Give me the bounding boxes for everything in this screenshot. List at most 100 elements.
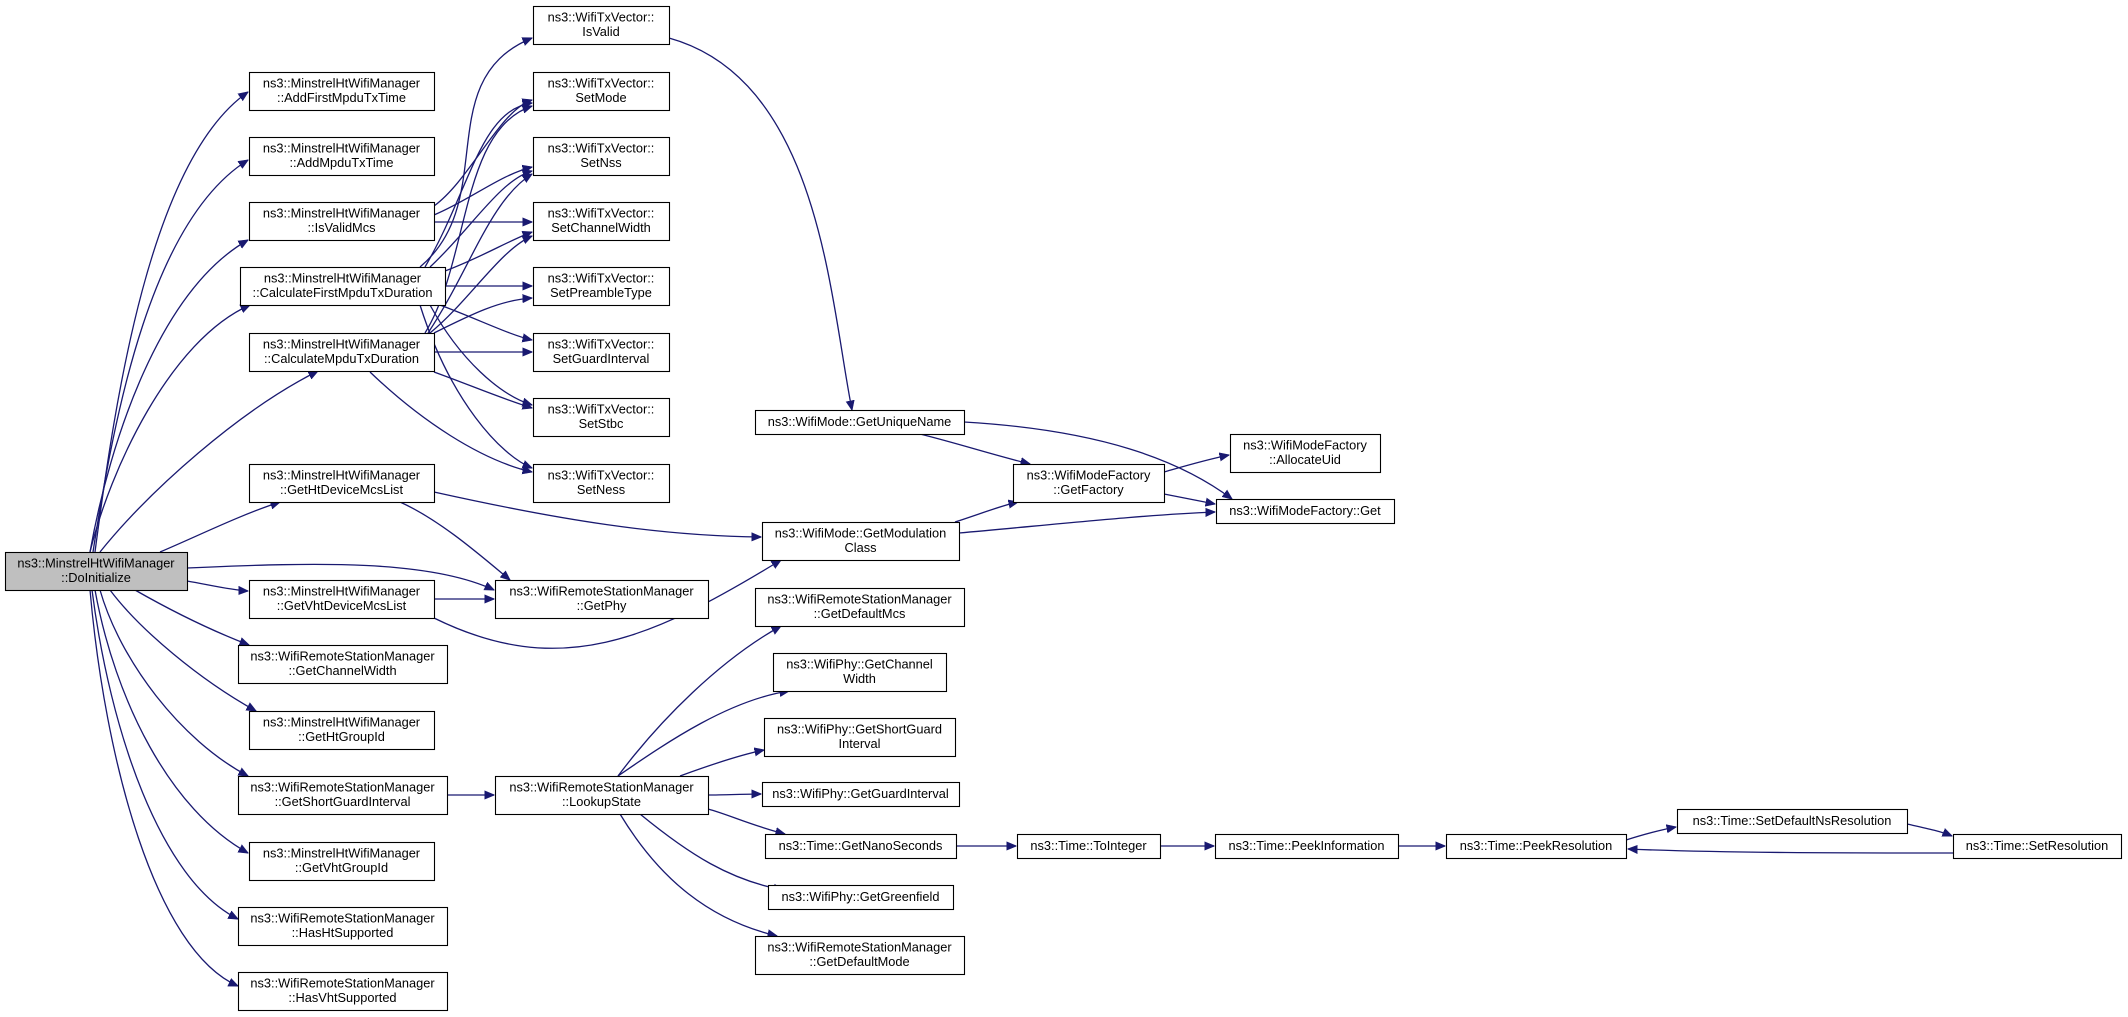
node-box [1214, 833, 1400, 860]
edge-isValid-to-uniqueName [668, 37, 852, 410]
node-label: Width [843, 671, 876, 686]
node-hasHt[interactable]: ns3::WifiRemoteStationManager::HasHtSupp… [237, 906, 449, 947]
edge-root-to-getChanWidthRsm [134, 589, 249, 645]
node-setNess[interactable]: ns3::WifiTxVector::SetNess [532, 463, 671, 504]
node-getFactory[interactable]: ns3::WifiModeFactory::GetFactory [1012, 463, 1166, 504]
node-box [4, 551, 189, 592]
node-lookup[interactable]: ns3::WifiRemoteStationManager::LookupSta… [494, 775, 710, 816]
node-box [532, 266, 671, 307]
node-toInteger[interactable]: ns3::Time::ToInteger [1016, 833, 1162, 860]
node-phyGreen[interactable]: ns3::WifiPhy::GetGreenfield [767, 884, 955, 911]
node-box [248, 332, 436, 373]
node-setRes[interactable]: ns3::Time::SetResolution [1952, 833, 2123, 860]
node-label: ns3::WifiRemoteStationManager [250, 976, 435, 991]
node-setPre[interactable]: ns3::WifiTxVector::SetPreambleType [532, 266, 671, 307]
edge-lookup-to-defMcs [617, 626, 781, 777]
node-defMode[interactable]: ns3::WifiRemoteStationManager::GetDefaul… [754, 935, 966, 976]
node-label: ns3::WifiTxVector:: [548, 337, 655, 352]
node-label: ns3::Time::SetDefaultNsResolution [1693, 813, 1892, 828]
edge-root-to-getHtGroup [109, 589, 256, 711]
node-peekRes[interactable]: ns3::Time::PeekResolution [1445, 833, 1628, 860]
node-label: ::GetChannelWidth [288, 663, 396, 678]
node-factoryGet[interactable]: ns3::WifiModeFactory::Get [1215, 498, 1396, 525]
node-box [532, 71, 671, 112]
node-box [532, 201, 671, 242]
edge-root-to-getPhy [186, 563, 494, 591]
node-setGI[interactable]: ns3::WifiTxVector::SetGuardInterval [532, 332, 671, 373]
edge-lookup-to-phyChanW [617, 691, 789, 777]
node-label: ns3::MinstrelHtWifiManager [263, 337, 421, 352]
node-getHtGroup[interactable]: ns3::MinstrelHtWifiManager::GetHtGroupId [248, 710, 436, 751]
node-phySgi[interactable]: ns3::WifiPhy::GetShortGuardInterval [763, 717, 957, 758]
node-peekInfo[interactable]: ns3::Time::PeekInformation [1214, 833, 1400, 860]
node-label: ns3::WifiTxVector:: [548, 402, 655, 417]
node-label: ::GetDefaultMode [809, 954, 909, 969]
edge-root-to-addMpdu [92, 160, 248, 553]
edge-modClass-to-factoryGet [958, 512, 1215, 534]
node-label: ns3::WifiRemoteStationManager [509, 584, 694, 599]
node-label: ns3::WifiRemoteStationManager [767, 592, 952, 607]
node-label: ns3::WifiTxVector:: [548, 141, 655, 156]
node-hasVht[interactable]: ns3::WifiRemoteStationManager::HasVhtSup… [237, 971, 449, 1012]
node-uniqueName[interactable]: ns3::WifiMode::GetUniqueName [754, 409, 966, 436]
node-box [767, 884, 955, 911]
node-isValidMcs[interactable]: ns3::MinstrelHtWifiManager::IsValidMcs [248, 201, 436, 242]
node-getHtMcs[interactable]: ns3::MinstrelHtWifiManager::GetHtDeviceM… [248, 463, 436, 504]
node-label: ::GetFactory [1053, 482, 1124, 497]
node-getSgiRsm[interactable]: ns3::WifiRemoteStationManager::GetShortG… [237, 775, 449, 816]
node-box [754, 935, 966, 976]
node-addMpdu[interactable]: ns3::MinstrelHtWifiManager::AddMpduTxTim… [248, 136, 436, 177]
node-setChanW[interactable]: ns3::WifiTxVector::SetChannelWidth [532, 201, 671, 242]
node-isValid[interactable]: ns3::WifiTxVector::IsValid [532, 5, 671, 46]
node-box [248, 201, 436, 242]
node-box [248, 841, 436, 882]
edge-calcMpdu-to-setStbc [433, 371, 532, 408]
node-box [248, 463, 436, 504]
node-box [494, 579, 710, 620]
edge-peekRes-to-setDefNs [1625, 827, 1676, 841]
node-label: ns3::MinstrelHtWifiManager [263, 715, 421, 730]
node-calcFirst[interactable]: ns3::MinstrelHtWifiManager::CalculateFir… [239, 266, 447, 307]
node-label: ns3::WifiRemoteStationManager [767, 940, 952, 955]
edge-isValidMcs-to-setMode [433, 100, 532, 207]
node-label: ns3::MinstrelHtWifiManager [263, 206, 421, 221]
edge-root-to-calcMpdu [99, 370, 318, 553]
node-label: ns3::WifiPhy::GetChannel [786, 657, 933, 672]
edge-calcFirst-to-isValid [419, 37, 532, 268]
node-box [1952, 833, 2123, 860]
node-getPhy[interactable]: ns3::WifiRemoteStationManager::GetPhy [494, 579, 710, 620]
node-calcMpdu[interactable]: ns3::MinstrelHtWifiManager::CalculateMpd… [248, 332, 436, 373]
edge-calcFirst-to-setGI [439, 304, 532, 340]
edge-calcFirst-to-setChanW [444, 232, 532, 272]
edge-getHtMcs-to-modClass [433, 491, 761, 537]
node-box [761, 521, 961, 562]
node-box [1016, 833, 1162, 860]
edge-root-to-getVhtGroup [94, 589, 248, 853]
node-setDefNs[interactable]: ns3::Time::SetDefaultNsResolution [1676, 808, 1909, 835]
node-label: ns3::MinstrelHtWifiManager [17, 556, 175, 571]
node-allocUid[interactable]: ns3::WifiModeFactory::AllocateUid [1229, 433, 1382, 474]
node-addFirstMpdu[interactable]: ns3::MinstrelHtWifiManager::AddFirstMpdu… [248, 71, 436, 112]
node-box [532, 5, 671, 46]
edge-root-to-calcFirst [89, 304, 250, 553]
node-label: ::DoInitialize [61, 570, 131, 585]
node-defMcs[interactable]: ns3::WifiRemoteStationManager::GetDefaul… [754, 587, 966, 628]
node-label: ns3::MinstrelHtWifiManager [263, 584, 421, 599]
node-setStbc[interactable]: ns3::WifiTxVector::SetStbc [532, 397, 671, 438]
node-getVhtMcs[interactable]: ns3::MinstrelHtWifiManager::GetVhtDevice… [248, 579, 436, 620]
node-box [1229, 433, 1382, 474]
node-phyGI[interactable]: ns3::WifiPhy::GetGuardInterval [761, 781, 961, 808]
node-setNss[interactable]: ns3::WifiTxVector::SetNss [532, 136, 671, 177]
edge-setDefNs-to-setRes [1906, 823, 1952, 837]
edge-lookup-to-phyGI [707, 794, 761, 795]
node-getVhtGroup[interactable]: ns3::MinstrelHtWifiManager::GetVhtGroupI… [248, 841, 436, 882]
edges [89, 37, 1953, 987]
node-getChanWidthRsm[interactable]: ns3::WifiRemoteStationManager::GetChanne… [237, 644, 449, 685]
node-box [1012, 463, 1166, 504]
node-root[interactable]: ns3::MinstrelHtWifiManager::DoInitialize [4, 551, 189, 592]
node-phyChanW[interactable]: ns3::WifiPhy::GetChannelWidth [772, 652, 948, 693]
node-setMode[interactable]: ns3::WifiTxVector::SetMode [532, 71, 671, 112]
node-nanoSec[interactable]: ns3::Time::GetNanoSeconds [764, 833, 958, 860]
